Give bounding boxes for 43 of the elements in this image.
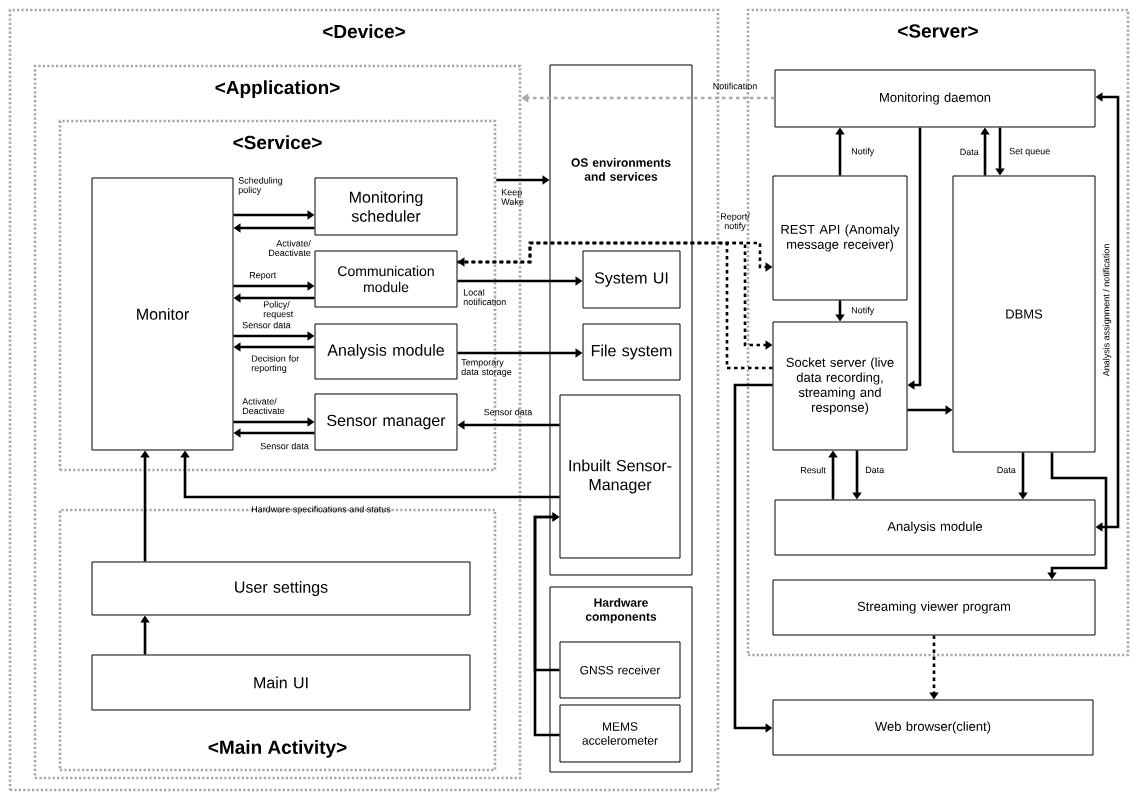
process-box: System UI [582,250,681,309]
process-box: MEMS accelerometer [559,704,681,763]
edge-label: Activate/ Deactivate [269,239,311,257]
edge-label: Keep Wake [501,189,524,205]
edge-label: Sensor data [260,442,309,450]
process-box: Analysis module [774,499,1096,556]
process-box: REST API (Anomaly message receiver) [772,175,908,301]
edge-label: Hardware specifications and status [251,505,391,515]
edge-label: Data [997,466,1016,474]
edge-label: Policy/ request [263,301,294,319]
process-box: Sensor manager [314,393,458,451]
process-box: File system [582,323,681,381]
edge-label: Activate/ Deactivate [242,397,285,415]
arrow [533,512,560,737]
process-box: Monitoring daemon [774,69,1096,128]
edge-label: Notification [713,82,757,90]
process-box: Monitoring scheduler [314,177,458,236]
edge-label: Scheduling policy [238,177,283,195]
edge-label: Result [801,466,826,474]
process-box: Streaming viewer program [772,579,1096,636]
process-box: Analysis module [314,323,458,380]
process-box: GNSS receiver [559,641,681,699]
edge-label: Report [249,271,277,281]
edge-label: Notify [851,306,875,316]
edge-label: Report/ notify [721,213,750,231]
edge-label: Data [960,148,979,156]
edge-label: Notify [851,147,875,157]
process-box: Inbuilt Sensor-Manager [559,394,681,559]
edge-label: Decision for reporting [251,355,300,373]
process-box: Web browser(client) [772,699,1094,756]
edge-label: Set queue [1009,147,1050,157]
edge-label: Analysis assignment / notification [1102,244,1112,377]
edge-label: Sensor data [242,321,291,329]
process-box: Socket server (live data recording, streaming and response) [772,321,908,451]
process-box: DBMS [952,175,1096,453]
process-box: User settings [91,561,471,616]
edge-label: Data [865,466,885,474]
process-box: Communication module [314,250,458,308]
edge-label: Sensor data [484,408,533,416]
edge-label: Temporary data storage [461,359,512,377]
process-box: Monitor [91,177,234,451]
edge-label: Local notification [463,288,506,306]
process-box: Main UI [91,654,471,711]
